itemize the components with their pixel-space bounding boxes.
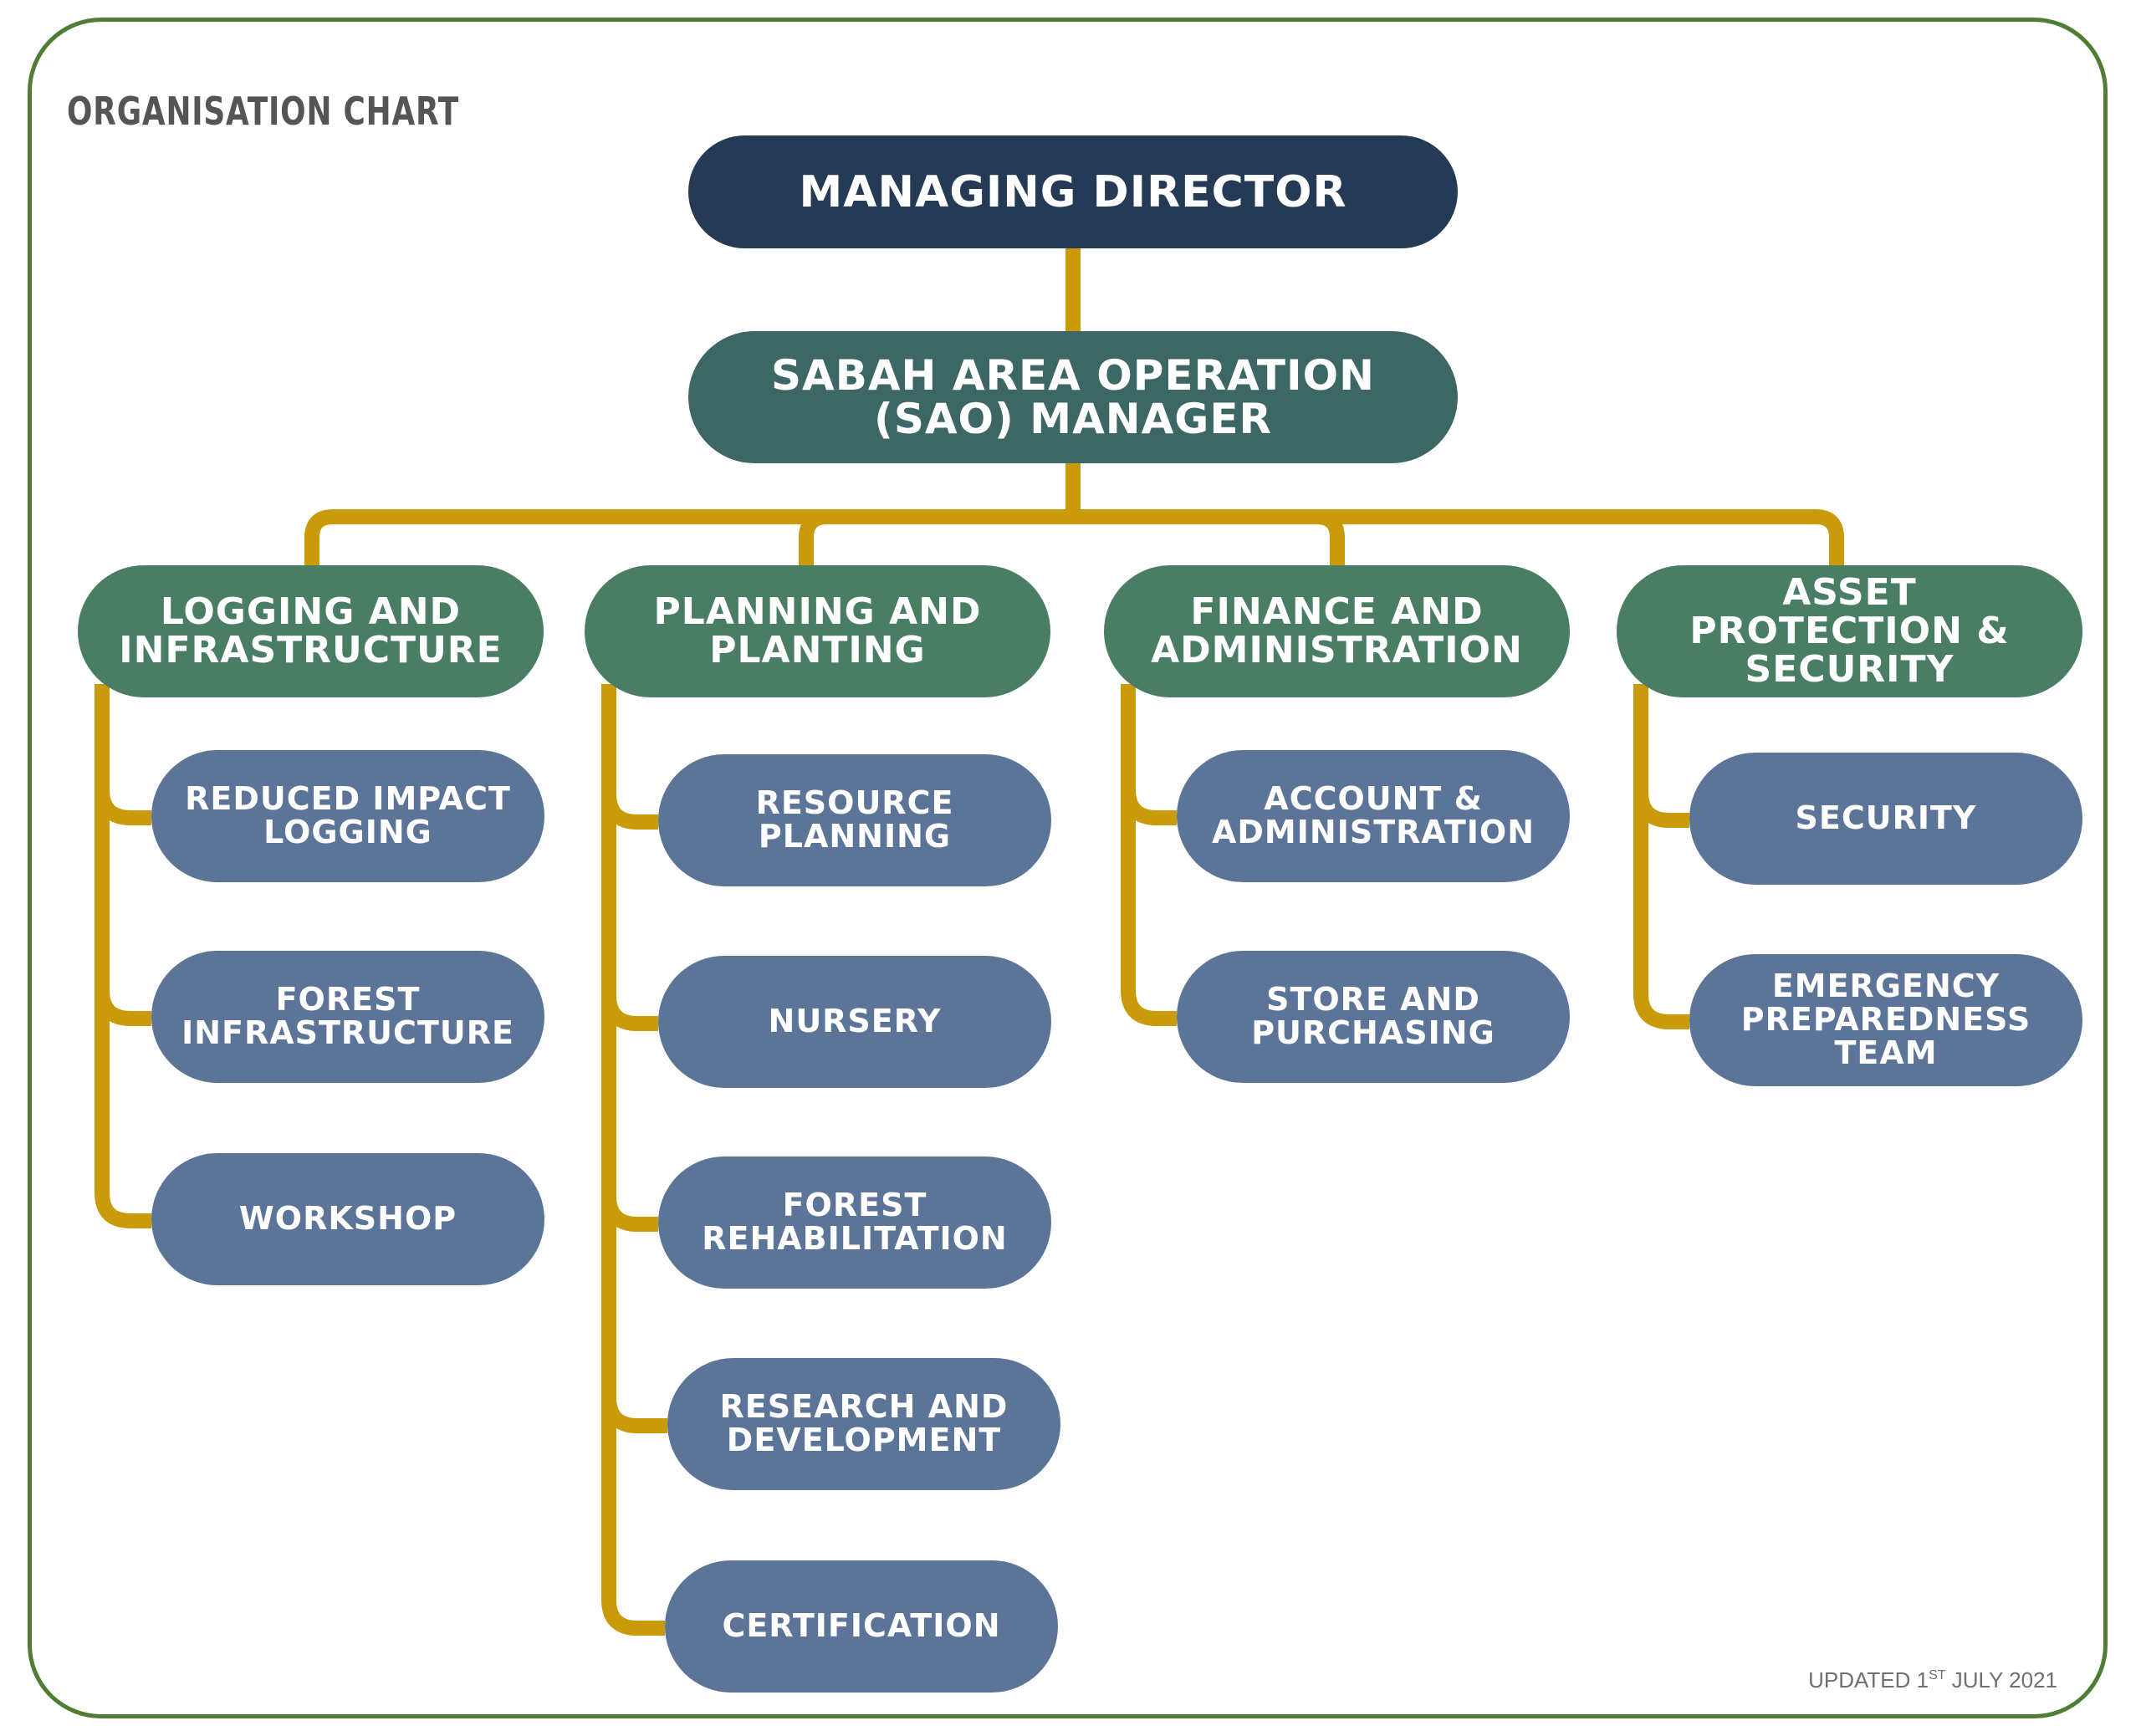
node-unit-reduced-impact-logging: REDUCED IMPACT LOGGING — [151, 750, 544, 882]
node-unit-forest-infrastructure: FOREST INFRASTRUCTURE — [151, 951, 544, 1083]
connector-spine-logging — [95, 684, 151, 1228]
connector-branch-planning-0 — [601, 793, 658, 830]
connector-drop-finance — [1316, 509, 1345, 565]
node-dept-finance: FINANCE AND ADMINISTRATION — [1104, 565, 1570, 697]
updated-prefix: UPDATED 1 — [1808, 1667, 1929, 1693]
node-unit-research-and-development: RESEARCH AND DEVELOPMENT — [667, 1358, 1060, 1490]
node-unit-workshop: WORKSHOP — [151, 1153, 544, 1285]
updated-superscript: ST — [1929, 1668, 1946, 1682]
node-unit-certification: CERTIFICATION — [665, 1560, 1058, 1693]
connector-spine-planning — [601, 684, 665, 1636]
connector-drop-planning — [799, 509, 828, 565]
node-sao-manager: SABAH AREA OPERATION (SAO) MANAGER — [688, 331, 1458, 463]
connector-branch-planning-1 — [601, 994, 658, 1031]
connector-branch-logging-0 — [95, 789, 151, 825]
node-unit-forest-rehabilitation: FOREST REHABILITATION — [658, 1156, 1051, 1289]
node-unit-store-and-purchasing: STORE AND PURCHASING — [1177, 951, 1570, 1083]
chart-title: ORGANISATION CHART — [67, 89, 460, 134]
node-unit-account-administration: ACCOUNT & ADMINISTRATION — [1177, 750, 1570, 882]
connector-spine-finance — [1121, 684, 1177, 1026]
node-unit-security: SECURITY — [1689, 753, 2082, 885]
updated-suffix: JULY 2021 — [1945, 1667, 2057, 1693]
connector-spine-asset-protection — [1633, 684, 1689, 1029]
node-unit-resource-planning: RESOURCE PLANNING — [658, 754, 1051, 886]
connector-branch-finance-0 — [1121, 789, 1177, 825]
connector-bus — [304, 509, 1844, 565]
node-dept-asset-protection: ASSET PROTECTION & SECURITY — [1617, 565, 2082, 697]
updated-date: UPDATED 1ST JULY 2021 — [1723, 1667, 2057, 1693]
node-dept-logging: LOGGING AND INFRASTRUCTURE — [78, 565, 544, 697]
connector-branch-asset-protection-0 — [1633, 791, 1689, 828]
connector-branch-logging-1 — [95, 989, 151, 1026]
chart-frame — [28, 18, 2108, 1718]
connector-branch-planning-3 — [601, 1396, 667, 1433]
node-unit-nursery: NURSERY — [658, 956, 1051, 1088]
node-unit-emergency-preparedness-team: EMERGENCY PREPAREDNESS TEAM — [1689, 954, 2082, 1086]
node-dept-planning: PLANNING AND PLANTING — [585, 565, 1050, 697]
connector-branch-planning-2 — [601, 1195, 658, 1232]
node-managing-director: MANAGING DIRECTOR — [688, 135, 1458, 248]
